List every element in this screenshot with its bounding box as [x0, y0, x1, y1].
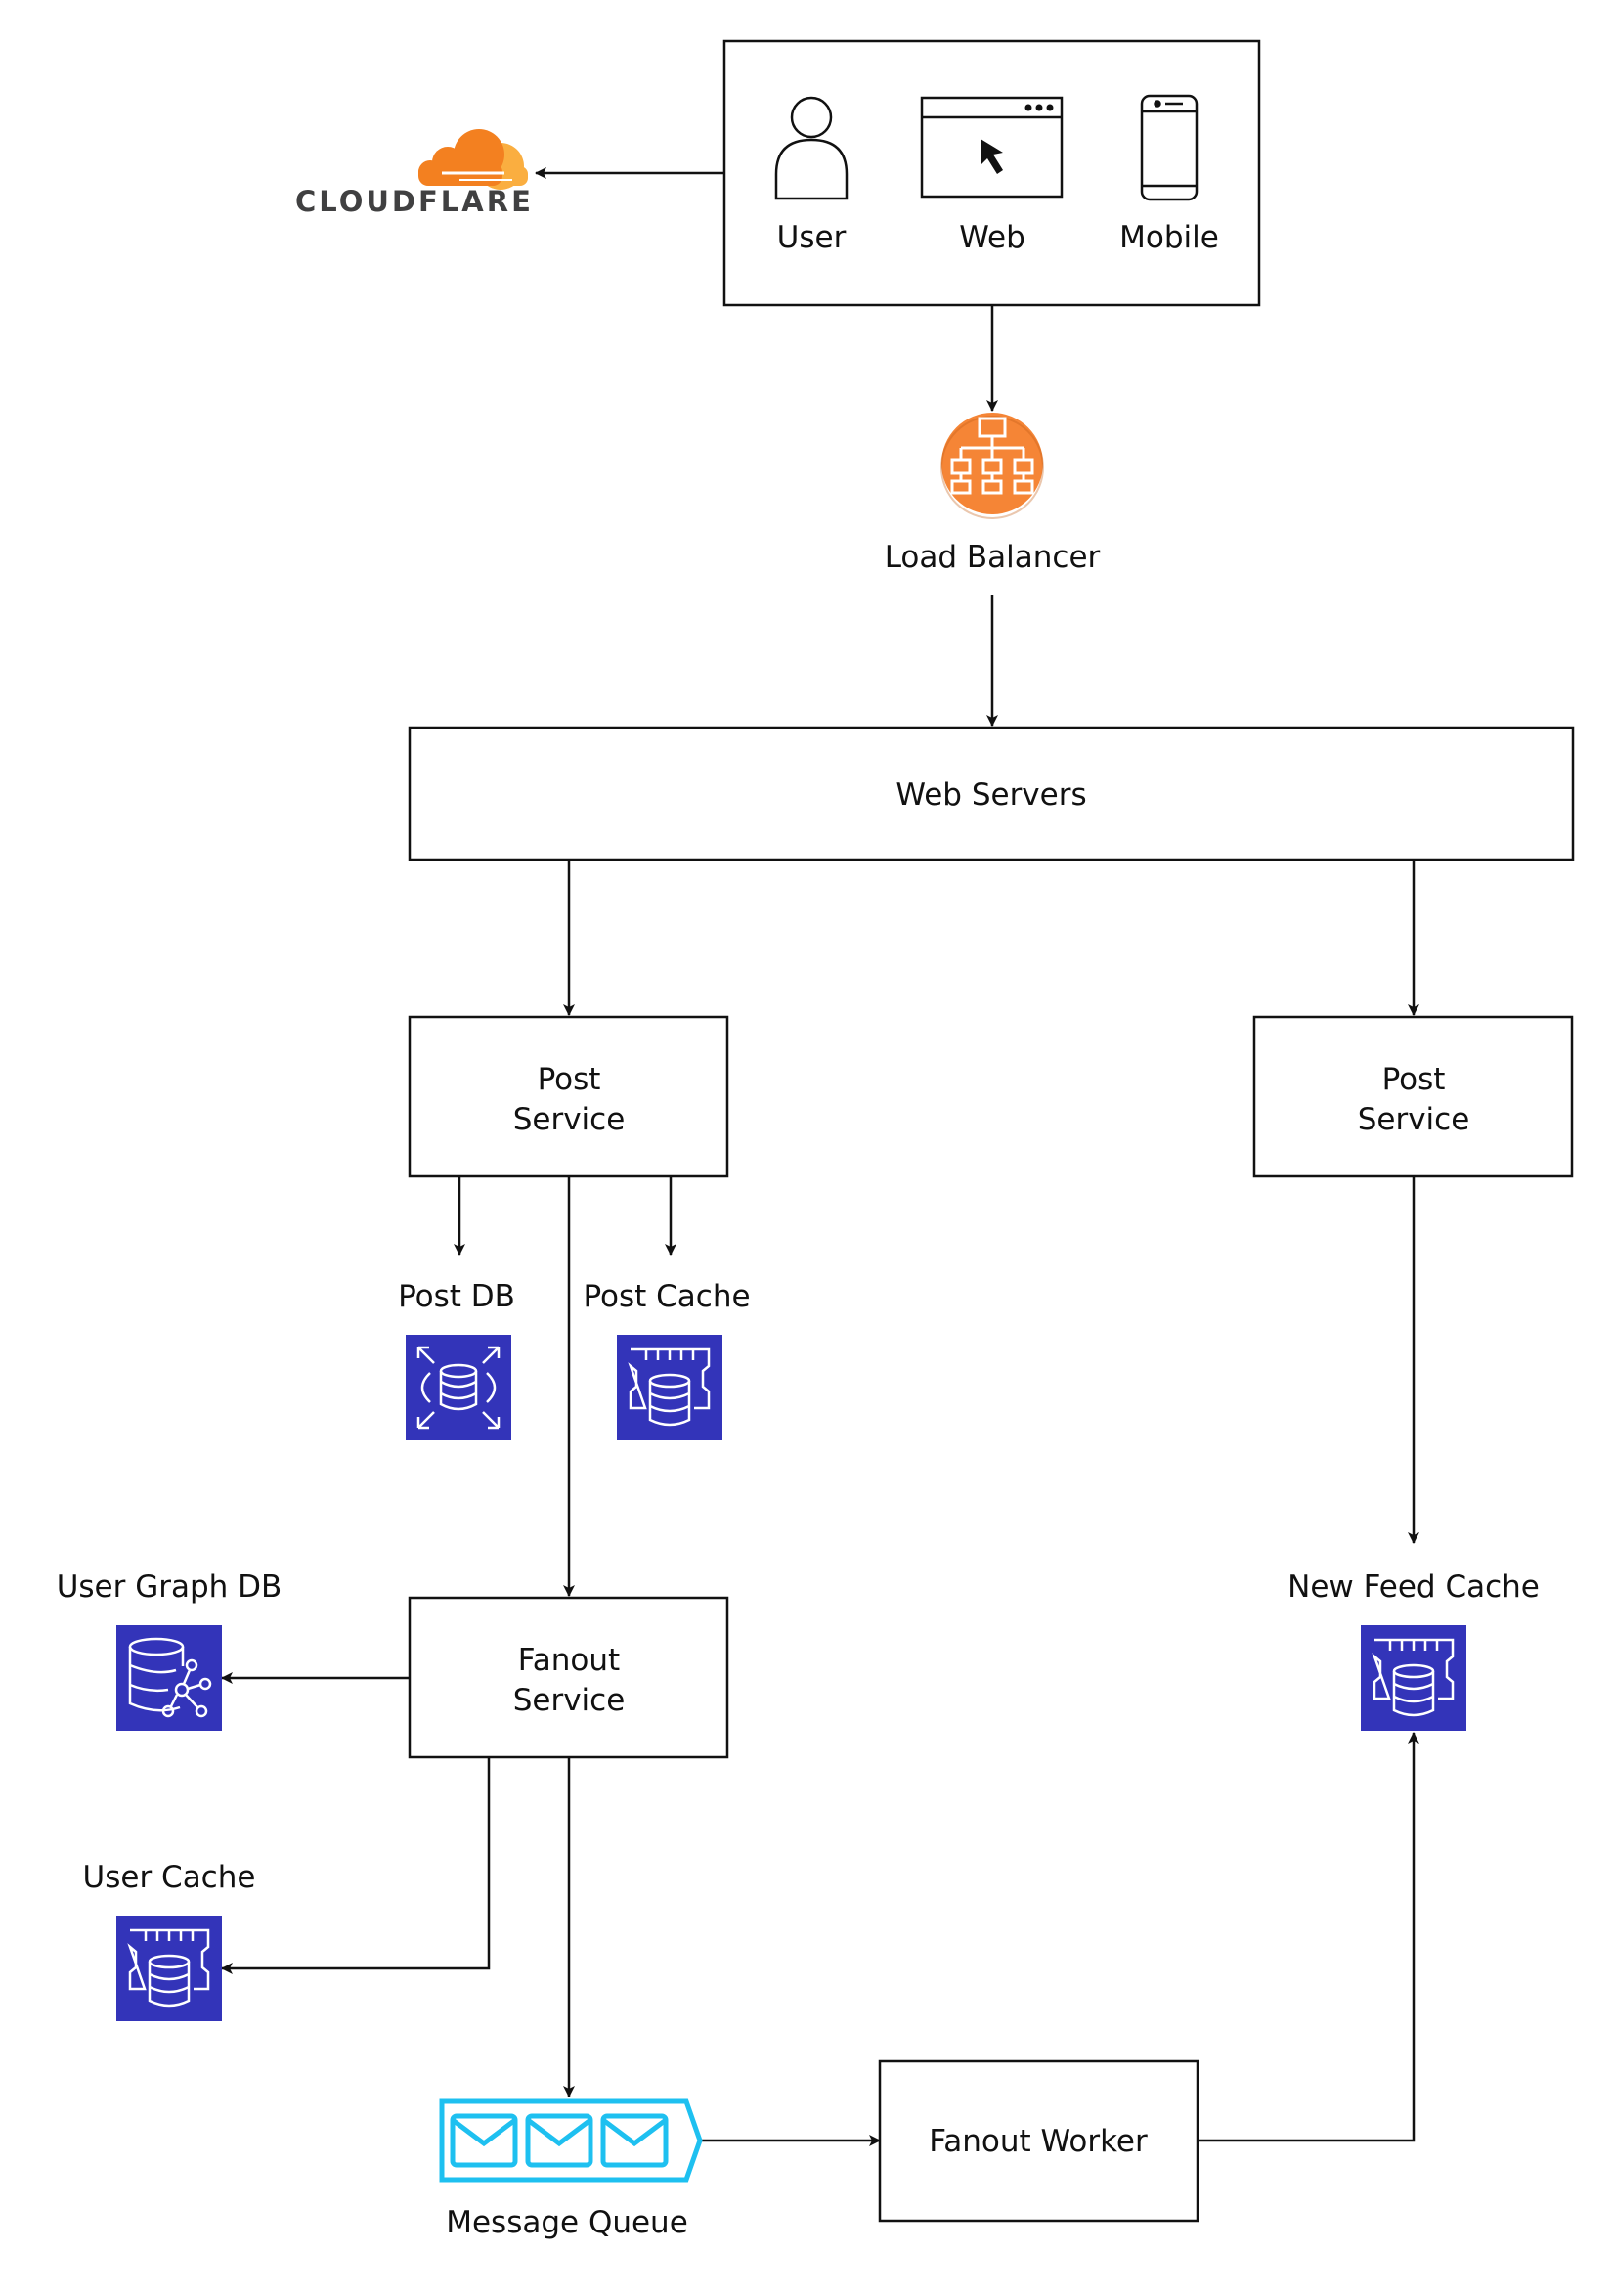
web-servers-label: Web Servers	[895, 777, 1086, 813]
web-servers-box: Web Servers	[408, 726, 1575, 861]
web-label: Web	[959, 220, 1025, 255]
arrow-fanout-worker-to-new-feed-cache	[1198, 1732, 1419, 2142]
user-icon	[774, 96, 849, 200]
post-service-left-line2: Service	[513, 1102, 626, 1137]
post-db: Post DB	[398, 1279, 515, 1440]
fanout-service-line2: Service	[513, 1683, 626, 1718]
message-queue: Message Queue	[439, 2098, 703, 2240]
post-service-right-line1: Post	[1382, 1062, 1446, 1097]
mobile-label: Mobile	[1119, 220, 1219, 255]
user-graph-db-label: User Graph DB	[57, 1569, 283, 1605]
user-label: User	[777, 220, 847, 255]
browser-icon	[920, 96, 1064, 199]
message-queue-label: Message Queue	[446, 2205, 688, 2240]
graph-database-icon	[116, 1625, 222, 1731]
message-queue-icon	[439, 2098, 703, 2183]
post-cache-label: Post Cache	[583, 1279, 750, 1314]
fanout-worker-box: Fanout Worker	[878, 2059, 1199, 2223]
new-feed-cache-label: New Feed Cache	[1287, 1569, 1540, 1605]
cursor-icon	[981, 139, 1003, 174]
clients-box: User Web Mobile	[722, 39, 1261, 307]
fanout-service-box: Fanout Service	[408, 1596, 729, 1759]
user-cache-icon	[116, 1916, 222, 2021]
load-balancer: Load Balancer	[885, 413, 1101, 575]
load-balancer-icon	[941, 413, 1043, 514]
post-service-right-box: Post Service	[1252, 1015, 1574, 1178]
mobile-phone-icon	[1140, 94, 1199, 201]
post-service-right-line2: Service	[1358, 1102, 1470, 1137]
cloudflare-logo: CLOUDFLARE	[295, 129, 534, 218]
post-service-left-box: Post Service	[408, 1015, 729, 1178]
new-feed-cache: New Feed Cache	[1287, 1569, 1540, 1731]
rds-database-icon	[406, 1335, 511, 1440]
connectors	[221, 167, 1419, 2146]
post-cache-icon	[617, 1335, 722, 1440]
user-cache-label: User Cache	[83, 1860, 256, 1895]
load-balancer-label: Load Balancer	[885, 540, 1101, 575]
cloud-icon	[418, 129, 528, 190]
post-db-label: Post DB	[398, 1279, 515, 1314]
fanout-service-line1: Fanout	[518, 1643, 620, 1678]
user-graph-db: User Graph DB	[57, 1569, 283, 1731]
fanout-worker-label: Fanout Worker	[929, 2124, 1148, 2159]
user-cache: User Cache	[83, 1860, 256, 2021]
cloudflare-wordmark: CLOUDFLARE	[295, 185, 534, 218]
post-service-left-line1: Post	[538, 1062, 601, 1097]
arrow-fanout-service-to-user-cache	[221, 1757, 491, 1974]
post-cache: Post Cache	[583, 1279, 751, 1440]
new-feed-cache-icon	[1361, 1625, 1466, 1731]
